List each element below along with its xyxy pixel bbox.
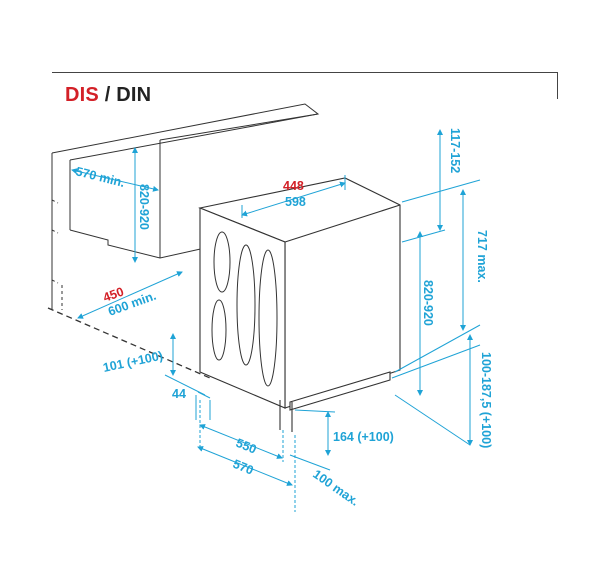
label-appliance-width-red: 448 [283, 179, 304, 193]
label-niche-height: 820-920 [137, 184, 151, 230]
header-rule [52, 72, 558, 73]
label-top-gap: 117-152 [448, 128, 462, 173]
label-depth-570: 570 [231, 457, 256, 478]
label-foot-height: 164 (+100) [333, 430, 394, 444]
label-appliance-height: 820-920 [421, 280, 435, 326]
label-niche-depth: 570 min. [74, 164, 126, 190]
dishwasher-body [198, 177, 401, 432]
dimension-lines [71, 129, 481, 512]
niche-outline [51, 103, 320, 310]
label-plinth-height: 100-187,5 (+100) [479, 352, 493, 448]
door-embossing [211, 231, 278, 387]
title-din: DIN [116, 84, 152, 106]
label-max-height: 717 max. [475, 230, 489, 283]
header: DIS / DIN [0, 0, 613, 110]
label-door-thickness: 44 [172, 387, 186, 401]
label-depth-550: 550 [234, 436, 259, 457]
label-niche-width-red: 450 [101, 285, 125, 305]
label-appliance-width: 598 [285, 195, 306, 209]
label-plinth-depth: 100 max. [310, 467, 361, 509]
header-rule-end [557, 72, 558, 99]
title-separator: / [104, 84, 111, 106]
model-title: DIS / DIN [65, 84, 151, 107]
title-dis: DIS [65, 84, 99, 106]
label-door-offset: 101 (+100) [102, 349, 164, 375]
